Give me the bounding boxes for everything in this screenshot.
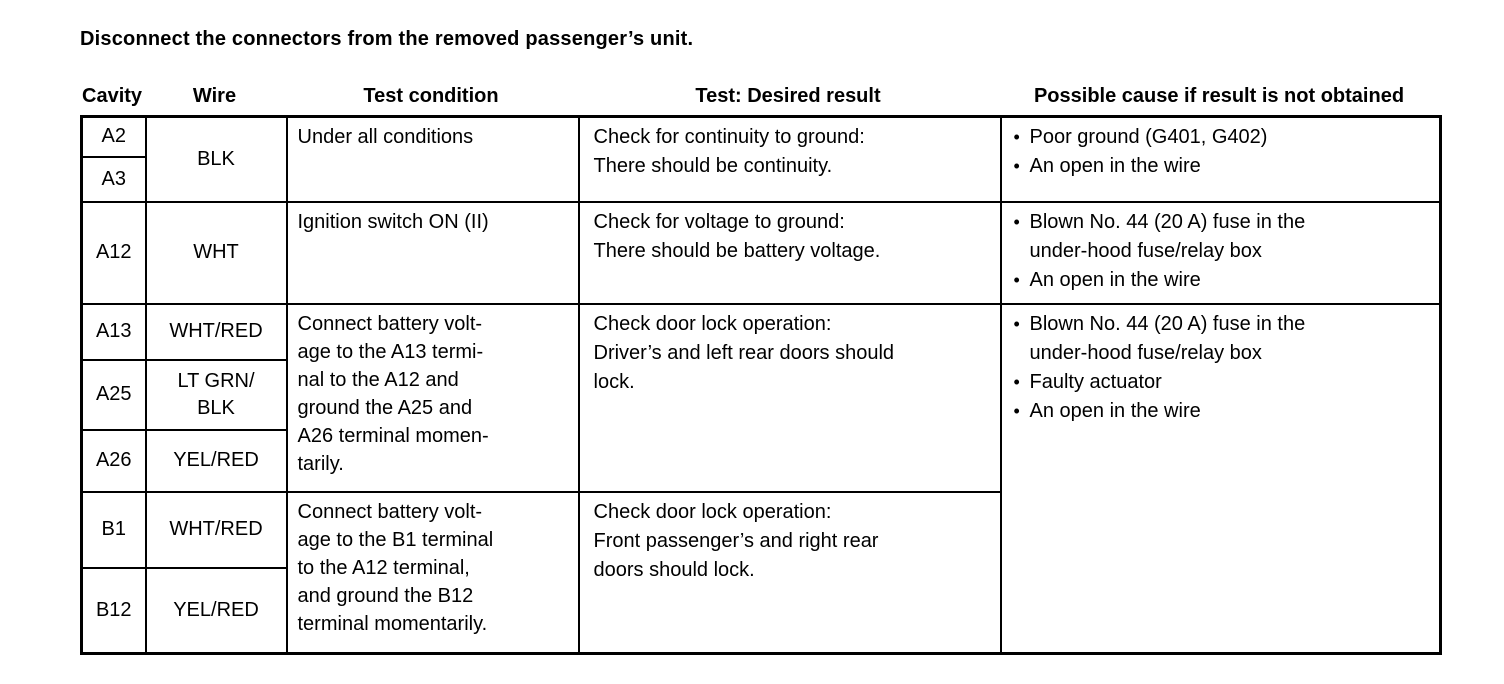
- test-condition-cell: Connect battery volt- age to the A13 ter…: [285, 302, 580, 493]
- col-header-cavity: Cavity: [82, 85, 143, 107]
- cause-text: Blown No. 44 (20 A) fuse in the under-ho…: [1029, 210, 1306, 262]
- cause-text: Blown No. 44 (20 A) fuse in the under-ho…: [1029, 312, 1306, 364]
- page-title: Disconnect the connectors from the remov…: [80, 28, 694, 50]
- wire-cell: WHT: [144, 200, 288, 305]
- table-row: A25 LT GRN/ BLK: [80, 358, 1441, 431]
- wire-cell: YEL/RED: [144, 566, 288, 655]
- cause-item: • An open in the wire: [1014, 266, 1432, 295]
- cavity-cell-a3: A3: [80, 155, 147, 203]
- cause-text: An open in the wire: [1029, 155, 1201, 177]
- cavity-cell-a2: A2: [80, 115, 147, 158]
- cavity-cell-b1: B1: [80, 490, 147, 569]
- cause-item: • Faulty actuator: [1014, 368, 1432, 397]
- bullet-icon: •: [1013, 211, 1020, 232]
- cause-item: • An open in the wire: [1014, 397, 1432, 426]
- cause-item: • An open in the wire: [1014, 152, 1432, 181]
- cavity-cell-a13: A13: [80, 302, 147, 361]
- bullet-icon: •: [1013, 371, 1020, 392]
- col-header-test-condition: Test condition: [363, 85, 499, 107]
- cavity-cell-a12: A12: [80, 200, 147, 305]
- desired-result-cell: Check door lock operation: Driver’s and …: [577, 302, 1002, 493]
- possible-cause-cell: • Poor ground (G401, G402) • An open in the…: [999, 115, 1442, 203]
- test-condition-cell: Ignition switch ON (II): [285, 200, 580, 305]
- bullet-icon: •: [1013, 313, 1020, 334]
- cause-text: Poor ground (G401, G402): [1029, 126, 1268, 148]
- wire-cell: YEL/RED: [144, 428, 288, 493]
- possible-cause-cell: • Blown No. 44 (20 A) fuse in the under-h…: [999, 302, 1442, 655]
- bullet-icon: •: [1013, 269, 1020, 290]
- desired-result-cell: Check for voltage to ground: There shoul…: [577, 200, 1002, 305]
- cause-text: Faulty actuator: [1029, 370, 1162, 393]
- desired-result-cell: Check door lock operation: Front passeng…: [577, 490, 1002, 655]
- table-row: A26 YEL/RED: [80, 428, 1441, 493]
- bullet-icon: •: [1013, 400, 1020, 421]
- manual-page: Disconnect the connectors from the remov…: [80, 28, 1442, 655]
- table-row: B12 YEL/RED: [80, 566, 1441, 655]
- table-column-headers: Cavity Wire Test condition Test: Desired…: [80, 85, 1439, 108]
- col-header-wire: Wire: [192, 85, 237, 107]
- cause-item: • Poor ground (G401, G402): [1014, 123, 1432, 152]
- cause-item: • Blown No. 44 (20 A) fuse in the under-h…: [1014, 310, 1432, 368]
- wire-cell: WHT/RED: [144, 490, 288, 569]
- possible-cause-cell: • Blown No. 44 (20 A) fuse in the under-h…: [999, 200, 1442, 305]
- cause-item: • Blown No. 44 (20 A) fuse in the under-h…: [1014, 208, 1432, 266]
- cavity-cell-a26: A26: [80, 428, 147, 493]
- cause-text: An open in the wire: [1029, 268, 1201, 291]
- table-row: A2 BLK Under all conditions Check for co…: [80, 115, 1442, 203]
- cause-text: An open in the wire: [1029, 399, 1201, 422]
- wire-cell: LT GRN/ BLK: [144, 358, 288, 431]
- col-header-desired-result: Test: Desired result: [695, 85, 881, 107]
- wire-cell: WHT/RED: [144, 302, 288, 361]
- table-row: A3: [80, 155, 1441, 203]
- troubleshooting-table: A2 BLK Under all conditions Check for co…: [80, 115, 1442, 655]
- table-row: B1 WHT/RED Connect battery volt- age to …: [80, 490, 1441, 655]
- test-condition-cell: Connect battery volt- age to the B1 term…: [285, 490, 580, 655]
- desired-result-cell: Check for continuity to ground: There sh…: [577, 115, 1002, 203]
- table-row: A12 WHT Ignition switch ON (II) Check fo…: [80, 200, 1442, 305]
- bullet-icon: •: [1013, 127, 1020, 147]
- col-header-possible-cause: Possible cause if result is not obtained: [1033, 85, 1405, 107]
- test-condition-cell: Under all conditions: [285, 115, 580, 203]
- table-row: A13 WHT/RED Connect battery volt- age to…: [80, 302, 1442, 655]
- cavity-cell-b12: B12: [80, 566, 147, 655]
- bullet-icon: •: [1013, 156, 1020, 176]
- cavity-cell-a25: A25: [80, 358, 147, 431]
- wire-cell: BLK: [144, 115, 288, 203]
